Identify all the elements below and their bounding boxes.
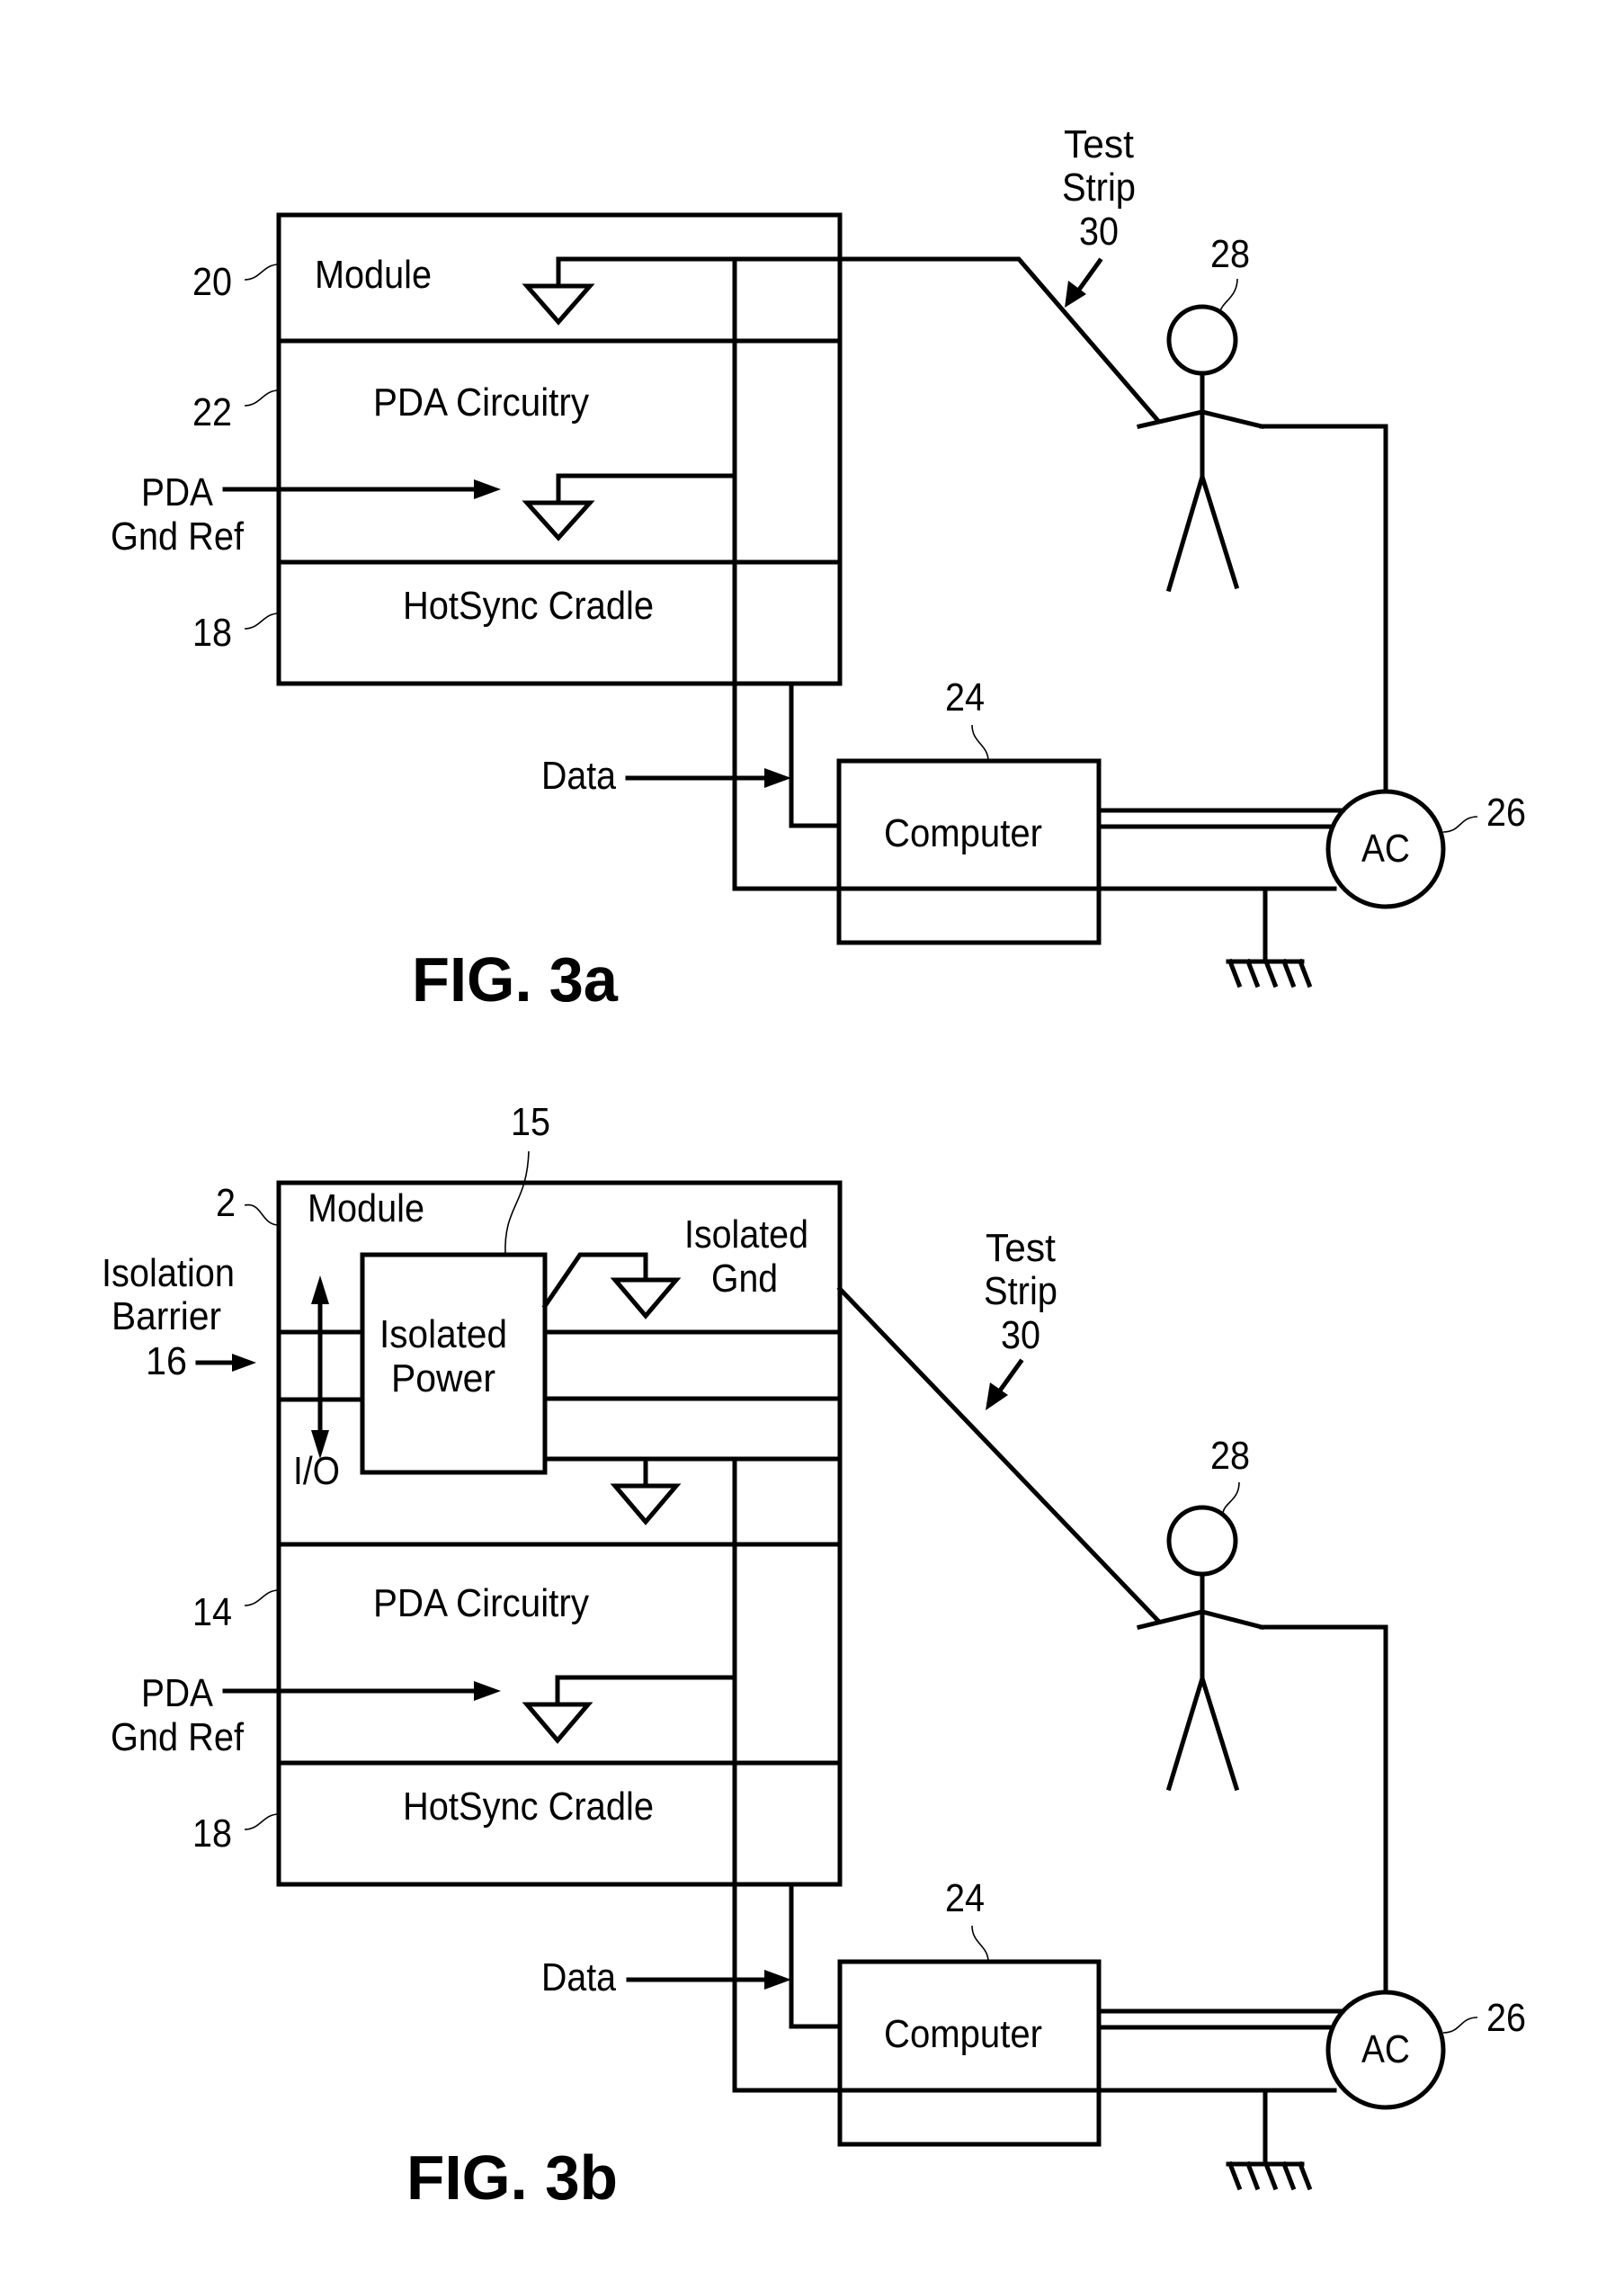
earth-ground-icon (1228, 2164, 1309, 2187)
test-strip-label-line1: Test (986, 1226, 1056, 1270)
module-ground-icon (527, 286, 590, 322)
ref-22: 22 (192, 390, 232, 434)
module-label: Module (315, 253, 432, 297)
test-strip-label-line1: Test (1064, 122, 1134, 166)
data-arrow-head (764, 1970, 791, 1990)
test-strip-arrow-line (1079, 261, 1100, 290)
ref-28: 28 (1210, 1434, 1250, 1478)
fig-3a: 20 22 18 Module PDA Circuitry HotSync Cr… (111, 122, 1526, 1015)
ref-26: 26 (1486, 791, 1526, 835)
pda-ground-icon (527, 503, 590, 538)
pda-circuitry-label: PDA Circuitry (373, 1581, 589, 1625)
module-ground-icon (615, 1486, 676, 1522)
ref-15: 15 (511, 1100, 550, 1144)
pda-circuitry-label: PDA Circuitry (373, 380, 589, 425)
computer-label: Computer (884, 811, 1042, 855)
data-line (791, 1884, 840, 2026)
gnd-ref-arrow-head (474, 1681, 501, 1701)
ref-26: 26 (1486, 1996, 1526, 2040)
data-label: Data (541, 754, 616, 798)
ref-14: 14 (192, 1590, 232, 1634)
test-strip-label-line2: Strip (984, 1269, 1057, 1313)
ref-28: 28 (1210, 232, 1250, 276)
test-strip-ref-30: 30 (1079, 210, 1119, 254)
isolated-power-label-line1: Isolated (379, 1312, 507, 1356)
gnd-ref-label-line1: PDA (141, 1671, 214, 1715)
isolated-gnd-label-line2: Gnd (711, 1257, 778, 1301)
ref-2: 2 (216, 1181, 236, 1225)
leader-24 (972, 1926, 988, 1962)
data-arrow-head (764, 768, 791, 788)
test-strip-wire (840, 1289, 1158, 1621)
person-icon (1139, 307, 1262, 589)
ref-24: 24 (945, 675, 985, 720)
ref-18: 18 (192, 1811, 232, 1856)
hotsync-cradle-label: HotSync Cradle (403, 584, 654, 628)
test-strip-arrow-line (1000, 1362, 1021, 1391)
ref-18: 18 (192, 611, 232, 655)
data-line (791, 684, 839, 826)
data-label: Data (541, 1955, 616, 1999)
hotsync-cradle-label: HotSync Cradle (403, 1785, 654, 1829)
isolation-barrier-label-line1: Isolation (102, 1251, 235, 1295)
io-arrow-head-up (311, 1275, 329, 1304)
leader-14 (245, 1590, 279, 1606)
ac-label: AC (1361, 827, 1410, 871)
isolation-barrier-arrow-head (232, 1354, 256, 1372)
computer-label: Computer (884, 2012, 1042, 2056)
module-label: Module (308, 1186, 424, 1230)
ref-24: 24 (945, 1876, 985, 1920)
isolation-barrier-label-line2: Barrier (112, 1294, 221, 1338)
pda-ground-wire (558, 476, 735, 503)
earth-ground-icon (1228, 962, 1309, 985)
leader-28 (1223, 1482, 1239, 1513)
leader-28 (1220, 279, 1237, 311)
gnd-ref-arrow-head (474, 479, 501, 499)
pda-ground-icon (527, 1704, 588, 1740)
pda-ground-wire (558, 1677, 735, 1704)
gnd-ref-label-line2: Gnd Ref (111, 1715, 245, 1759)
test-strip-ref-30: 30 (1001, 1313, 1040, 1357)
leader-18 (245, 613, 279, 629)
leader-26 (1443, 817, 1477, 832)
fig-3b: 2 15 Module Isolation Barrier 16 Isolate… (102, 1100, 1526, 2213)
leader-15 (505, 1151, 529, 1255)
leader-22 (245, 390, 279, 406)
ac-label: AC (1361, 2027, 1410, 2071)
io-label: I/O (293, 1449, 340, 1493)
ref-20: 20 (192, 260, 232, 304)
figure-title-3b: FIG. 3b (406, 2142, 618, 2213)
test-strip-label-line2: Strip (1062, 165, 1136, 210)
person-icon (1139, 1507, 1262, 1788)
isolated-ground-icon (615, 1280, 676, 1316)
isolated-gnd-label-line1: Isolated (684, 1212, 808, 1257)
gnd-ref-label-line2: Gnd Ref (111, 514, 245, 559)
leader-24 (972, 725, 988, 761)
isolation-barrier-ref-16: 16 (146, 1339, 187, 1383)
gnd-ref-label-line1: PDA (141, 470, 214, 514)
person-to-ac-wire (1262, 426, 1386, 792)
figure-title-3a: FIG. 3a (412, 944, 619, 1015)
person-to-ac-wire (1262, 1627, 1386, 1992)
isolated-power-label-line2: Power (391, 1356, 495, 1400)
leader-18 (245, 1814, 279, 1829)
leader-20 (245, 264, 279, 280)
leader-2 (245, 1205, 279, 1225)
leader-26 (1443, 2017, 1477, 2033)
